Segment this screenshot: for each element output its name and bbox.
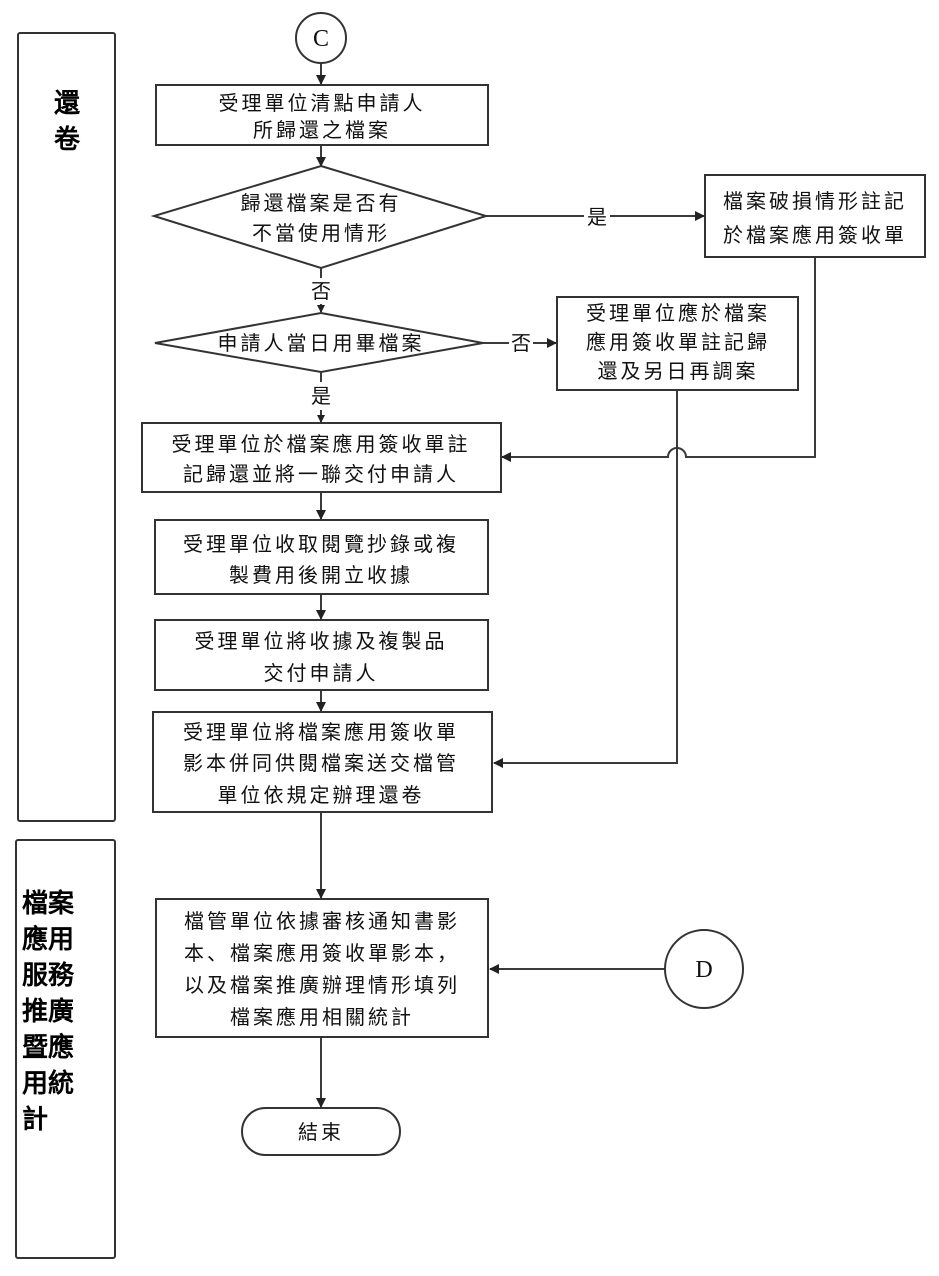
- edges: [316, 63, 816, 1108]
- edge-labels: 是 否 否 是: [308, 202, 610, 410]
- process-text-line: 檔管單位依據審核通知書影: [184, 909, 460, 933]
- decision-text-line: 申請人當日用畢檔案: [218, 331, 425, 355]
- process-text-line: 交付申請人: [264, 661, 379, 685]
- process-text-line: 以及檔案推廣辦理情形填列: [184, 973, 460, 997]
- lane-statistics: 檔案 應用 服務 推廣 暨應 用統 計: [15, 839, 116, 1259]
- process-count-files: 受理單位清點申請人 所歸還之檔案: [155, 84, 489, 146]
- edge-label-misuse-no: 否: [311, 279, 331, 303]
- lane-statistics-label-row: 應用: [22, 924, 74, 955]
- process-text-line: 檔案應用相關統計: [230, 1005, 414, 1029]
- lane-statistics-label-row: 推廣: [22, 997, 74, 1027]
- process-text-line: 影本併同供閱檔案送交檔管: [183, 751, 459, 775]
- process-text-line: 所歸還之檔案: [253, 118, 391, 142]
- process-text-line: 單位依規定辦理還卷: [218, 783, 425, 807]
- edge-label-finished-yes: 是: [311, 384, 331, 408]
- process-text-line: 檔案破損情形註記: [723, 189, 907, 213]
- process-text-line: 應用簽收單註記歸: [586, 330, 770, 354]
- lane-statistics-label-row: 計: [22, 1104, 48, 1135]
- terminator-end-label: 結束: [298, 1120, 344, 1144]
- process-text-line: 受理單位將收據及複製品: [195, 629, 448, 653]
- decision-text-line: 不當使用情形: [252, 221, 390, 245]
- lane-statistics-label-row: 暨應: [22, 1032, 74, 1063]
- terminator-end: 結束: [241, 1107, 401, 1156]
- process-note-returned: 受理單位於檔案應用簽收單註 記歸還並將一聯交付申請人: [141, 422, 502, 493]
- decision-finished-today: 申請人當日用畢檔案: [154, 311, 484, 374]
- process-text-line: 製費用後開立收據: [229, 563, 413, 587]
- process-text-line: 還及另日再調案: [598, 359, 759, 383]
- process-text-line: 受理單位清點申請人: [219, 91, 426, 115]
- lane-statistics-label-row: 檔案: [22, 888, 75, 919]
- connector-d: D: [664, 929, 744, 1009]
- process-text-line: 受理單位於檔案應用簽收單註: [172, 432, 471, 456]
- connector-c: C: [295, 12, 347, 64]
- lane-statistics-label-row: 用統: [22, 1068, 74, 1099]
- process-deliver-receipt: 受理單位將收據及複製品 交付申請人: [154, 619, 489, 691]
- decision-misuse: 歸還檔案是否有 不當使用情形: [150, 164, 490, 270]
- connector-c-label: C: [313, 26, 329, 52]
- process-fill-statistics: 檔管單位依據審核通知書影 本、檔案應用簽收單影本， 以及檔案推廣辦理情形填列 檔…: [155, 898, 489, 1038]
- lane-statistics-label-row: 服務: [22, 961, 75, 991]
- process-send-back: 受理單位將檔案應用簽收單 影本併同供閱檔案送交檔管 單位依規定辦理還卷: [152, 711, 493, 813]
- process-note-damage: 檔案破損情形註記 於檔案應用簽收單: [704, 174, 926, 258]
- process-text-line: 記歸還並將一聯交付申請人: [183, 462, 459, 486]
- edge-label-misuse-yes: 是: [587, 205, 607, 229]
- process-text-line: 受理單位將檔案應用簽收單: [183, 720, 459, 744]
- lane-return: 還 卷: [17, 32, 116, 822]
- process-text-line: 受理單位應於檔案: [586, 301, 770, 325]
- edge-damage-to-noted: [501, 257, 816, 462]
- lane-return-label-row: 還: [54, 89, 81, 119]
- edge-label-finished-no: 否: [511, 331, 531, 355]
- edge-later-to-send-back: [493, 390, 678, 768]
- process-text-line: 本、檔案應用簽收單影本，: [184, 941, 460, 965]
- decision-text-line: 歸還檔案是否有: [241, 191, 402, 215]
- connector-d-label: D: [695, 957, 712, 983]
- process-collect-fee: 受理單位收取閱覽抄錄或複 製費用後開立收據: [154, 519, 489, 595]
- lane-return-label-row: 卷: [54, 125, 81, 155]
- process-text-line: 受理單位收取閱覽抄錄或複: [183, 532, 459, 556]
- process-text-line: 於檔案應用簽收單: [723, 223, 907, 247]
- process-note-return-later: 受理單位應於檔案 應用簽收單註記歸 還及另日再調案: [556, 296, 799, 391]
